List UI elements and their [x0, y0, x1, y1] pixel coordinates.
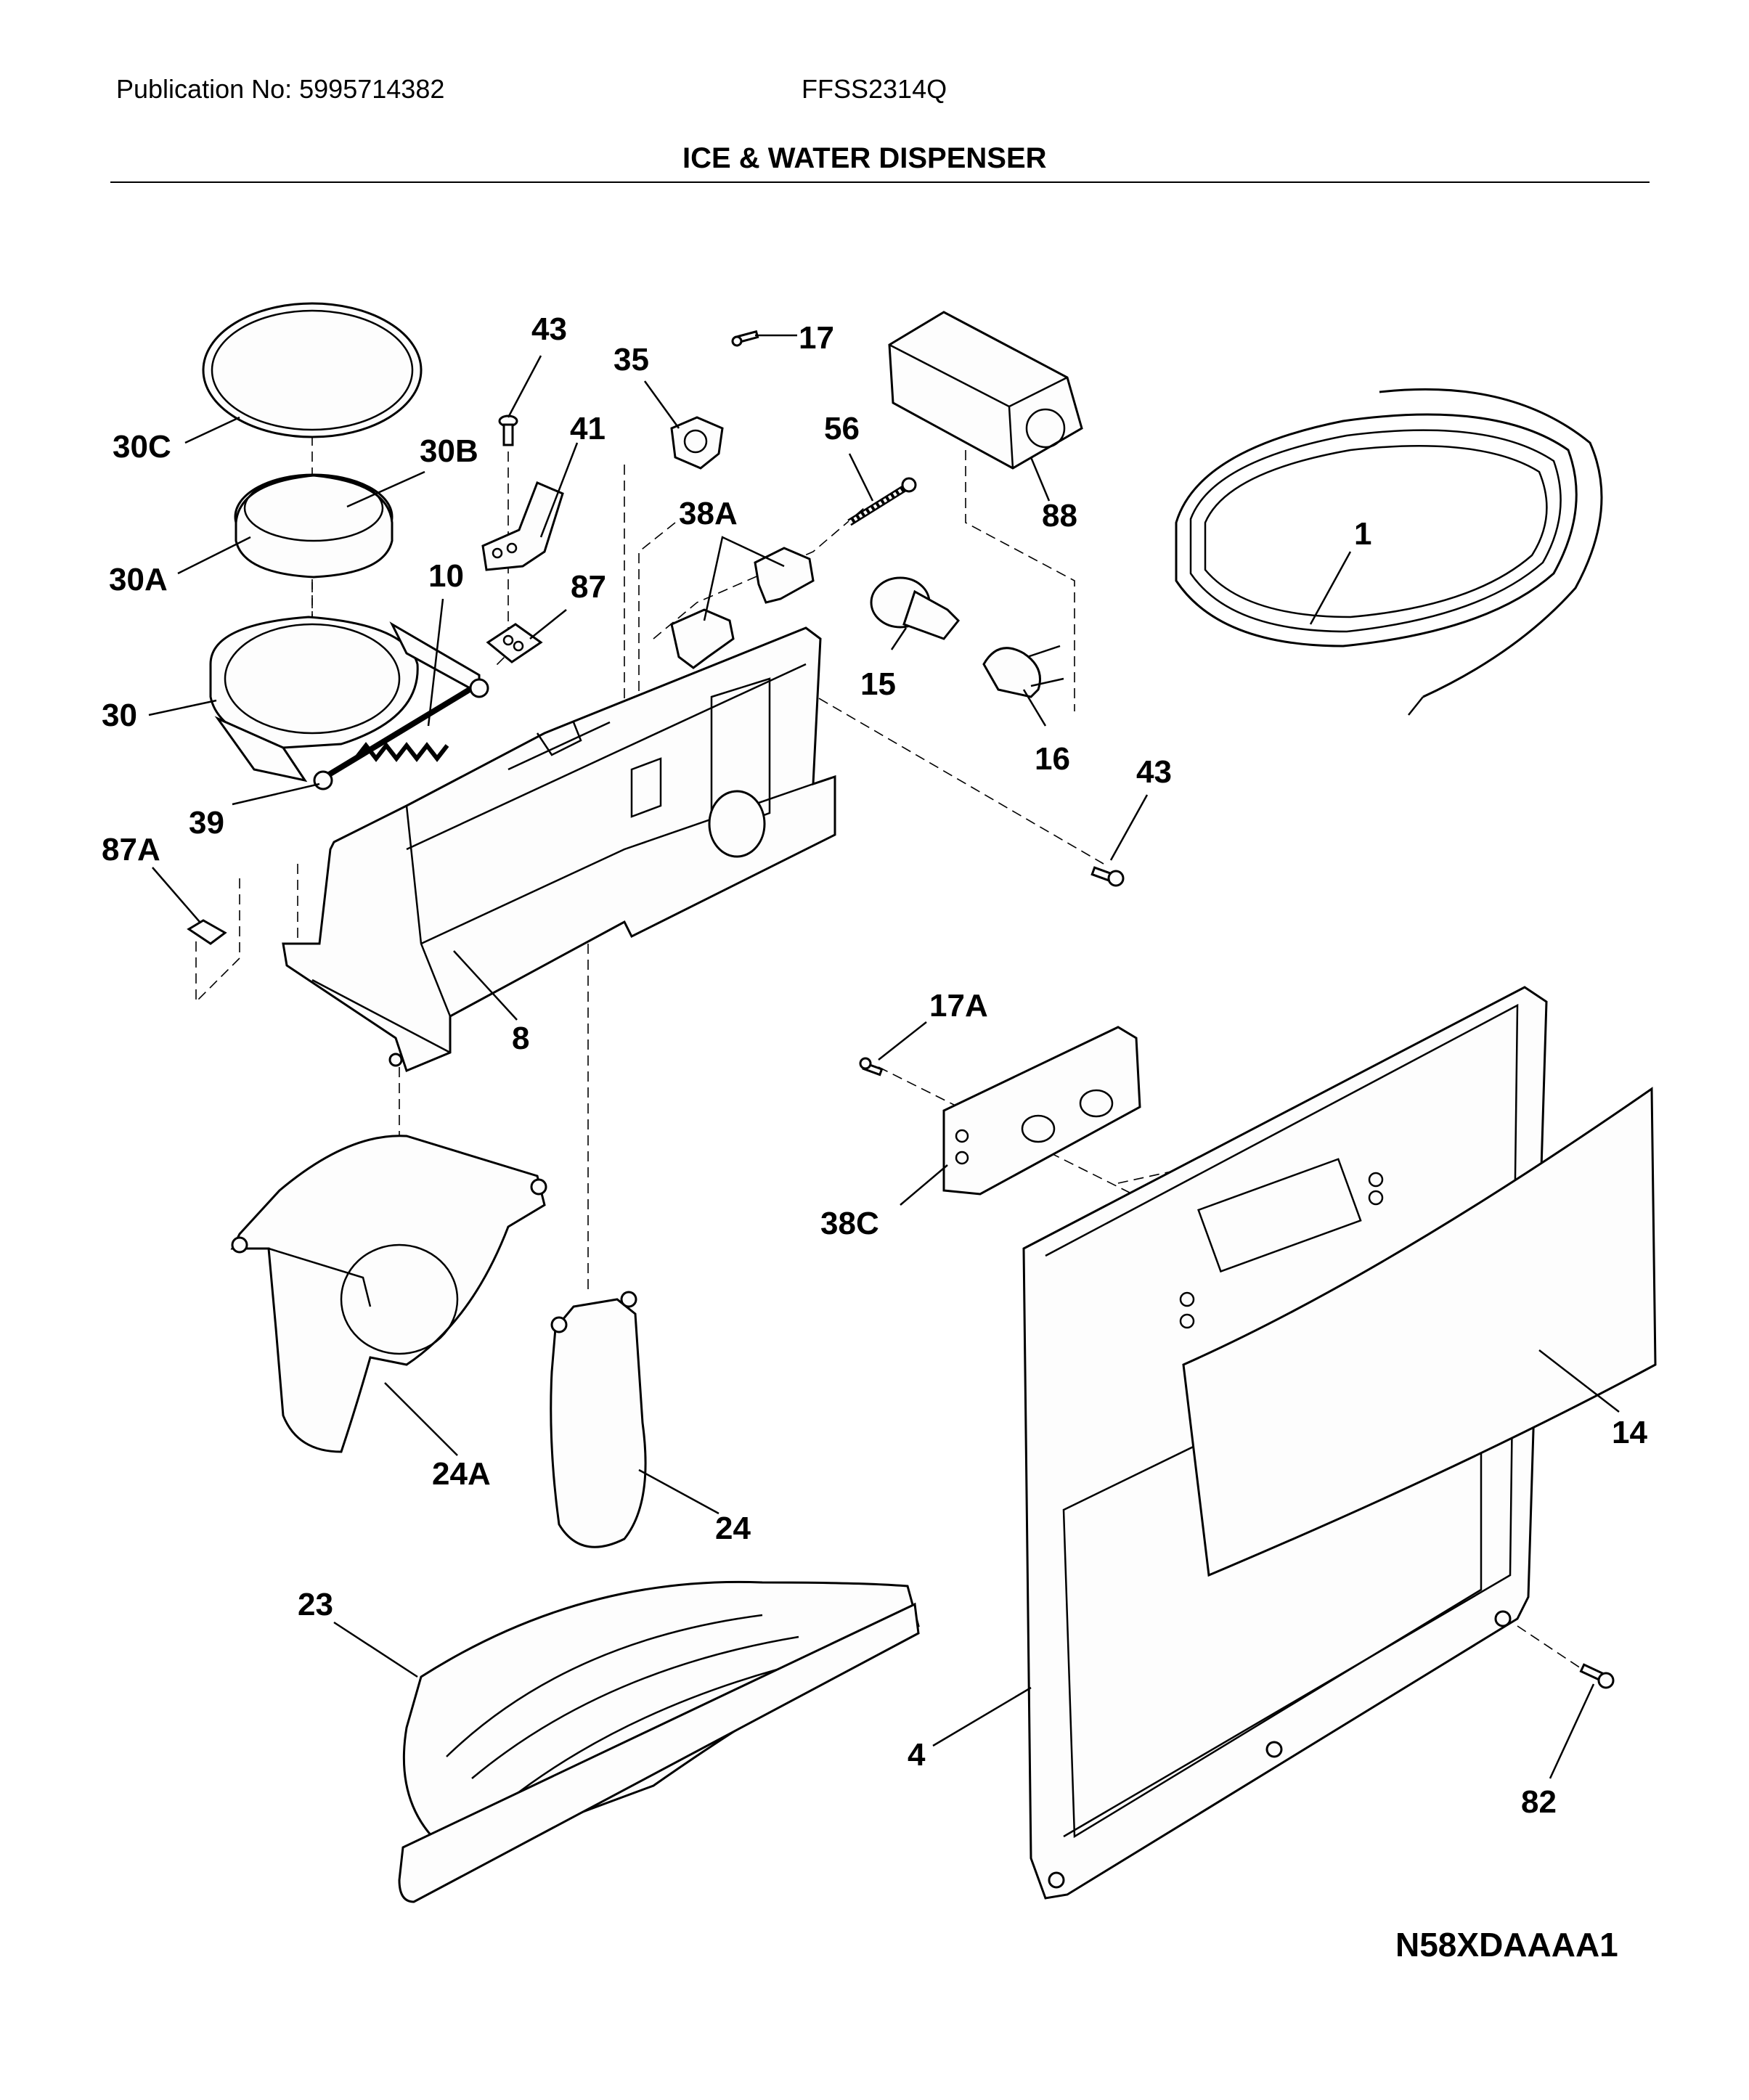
callout-4: 4 — [908, 1737, 926, 1773]
part-24-flap — [550, 1291, 647, 1548]
callout-30c: 30C — [113, 429, 171, 465]
callout-14: 14 — [1612, 1415, 1647, 1450]
part-87-pad — [486, 623, 543, 663]
callout-17: 17 — [799, 320, 834, 356]
part-16-socket — [982, 645, 1064, 698]
part-56-pin — [847, 477, 917, 526]
part-17a-screw — [859, 1057, 884, 1076]
callout-24a: 24A — [432, 1456, 491, 1492]
part-82-screw — [1579, 1663, 1615, 1689]
callout-8: 8 — [512, 1021, 529, 1056]
callout-10: 10 — [428, 558, 464, 594]
callout-1: 1 — [1354, 516, 1371, 552]
callout-leader-lines — [148, 334, 1620, 1779]
callout-15: 15 — [860, 666, 896, 702]
part-15-bulb — [870, 576, 961, 640]
part-87a-pad — [187, 919, 227, 945]
part-38a-switches — [670, 547, 815, 669]
part-30a-housing — [235, 474, 394, 579]
part-41-bracket — [481, 481, 564, 571]
callout-87a: 87A — [102, 832, 160, 867]
callout-17a: 17A — [929, 988, 988, 1024]
header-rule — [110, 181, 1650, 183]
part-30c-gasket — [202, 302, 423, 438]
callout-23: 23 — [298, 1587, 333, 1622]
callout-35: 35 — [613, 342, 649, 377]
callout-38c: 38C — [820, 1206, 879, 1241]
callout-labels: 30C 30B 30A 30 10 39 43 41 87 87A 35 17 … — [102, 311, 1647, 1820]
model-number: FFSS2314Q — [802, 74, 947, 104]
callout-43-top: 43 — [531, 311, 567, 347]
part-35-connector — [670, 416, 724, 470]
part-38c-control-board — [942, 1026, 1141, 1196]
callout-87: 87 — [571, 569, 606, 605]
part-43-screw-top — [498, 414, 518, 446]
diagram-code: N58XDAAAA1 — [1395, 1926, 1618, 1964]
part-88-box — [888, 311, 1083, 470]
callout-39: 39 — [189, 805, 224, 841]
publication-number: Publication No: 5995714382 — [116, 74, 445, 104]
callout-56: 56 — [824, 411, 860, 446]
callout-38a: 38A — [679, 496, 738, 531]
callout-30: 30 — [102, 698, 137, 733]
part-8-dispenser-housing — [282, 626, 836, 1073]
part-30-ring-assembly — [209, 616, 489, 790]
callout-16: 16 — [1035, 741, 1070, 777]
callout-24: 24 — [715, 1511, 751, 1546]
part-24a-ice-chute — [230, 1135, 547, 1453]
callout-88: 88 — [1042, 498, 1077, 534]
part-14-panel — [1182, 1087, 1657, 1577]
part-1-tubing — [1175, 388, 1603, 716]
page-title: ICE & WATER DISPENSER — [682, 142, 1047, 174]
callout-30a: 30A — [109, 562, 168, 597]
callout-43-right: 43 — [1136, 754, 1172, 790]
part-43-screw-right — [1090, 866, 1125, 887]
callout-41: 41 — [570, 411, 606, 446]
callout-82: 82 — [1521, 1784, 1557, 1820]
callout-30b: 30B — [420, 433, 478, 469]
part-23-drip-tray — [398, 1580, 920, 1903]
part-17-screw — [731, 330, 759, 347]
